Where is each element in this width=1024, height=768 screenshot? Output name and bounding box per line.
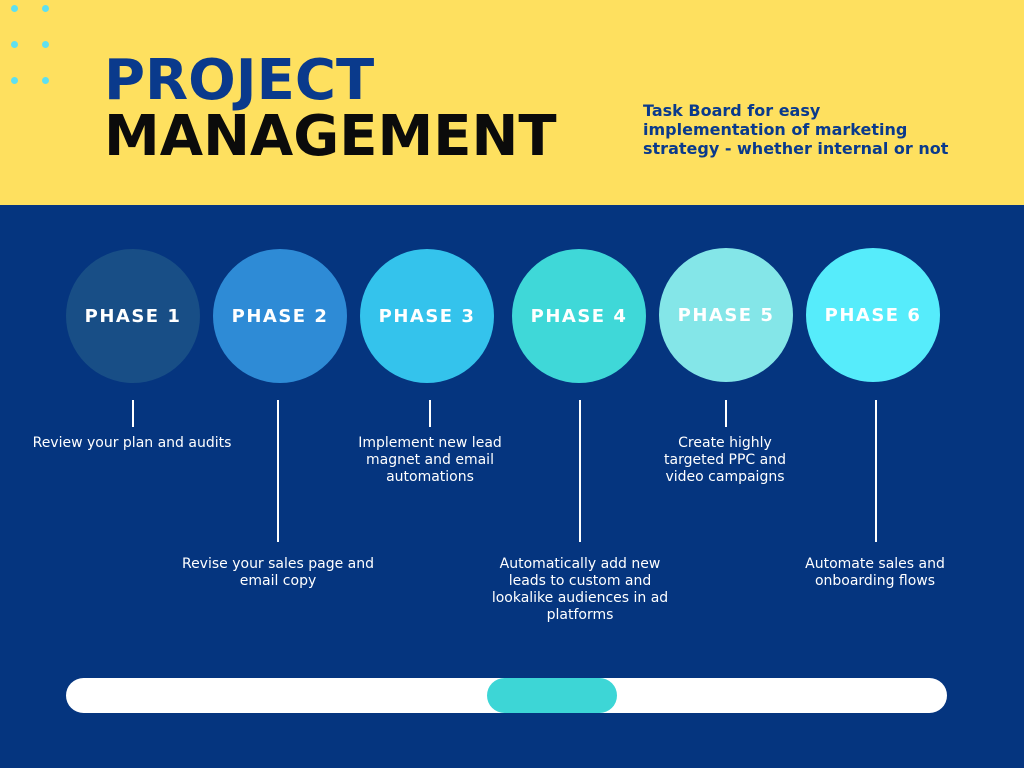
subtitle: Task Board for easy implementation of ma… [643,101,949,158]
decor-dot [42,5,49,12]
phase-4-description: Automatically add new leads to custom an… [491,556,669,623]
phase-3-connector [429,400,431,427]
phase-3-label: PHASE 3 [378,305,476,327]
phase-5-label: PHASE 5 [677,304,775,326]
phase-4-connector [579,400,581,542]
phase-6-connector [875,400,877,542]
phase-1-circle: PHASE 1 [66,249,200,383]
progress-thumb[interactable] [487,678,617,713]
phase-4-circle: PHASE 4 [512,249,646,383]
decor-dot [42,77,49,84]
phase-1-connector [132,400,134,427]
phase-4-label: PHASE 4 [530,305,628,327]
phase-5-connector [725,400,727,427]
phase-6-description: Automate sales and onboarding flows [805,556,945,589]
phase-5-description: Create highly targeted PPC and video cam… [664,435,786,485]
phase-6-circle: PHASE 6 [806,248,940,382]
phase-6-label: PHASE 6 [824,304,922,326]
phase-2-circle: PHASE 2 [213,249,347,383]
phase-2-label: PHASE 2 [231,305,329,327]
phase-1-description: Review your plan and audits [32,435,232,451]
progress-track[interactable] [66,678,947,713]
decor-dot [11,77,18,84]
decor-dot [42,41,49,48]
phase-3-description: Implement new lead magnet and email auto… [358,435,502,485]
phase-5-circle: PHASE 5 [659,248,793,382]
phase-3-circle: PHASE 3 [360,249,494,383]
decor-dot [11,41,18,48]
title-line-2: MANAGEMENT [104,104,557,169]
phase-2-description: Revise your sales page and email copy [181,556,375,589]
phase-2-connector [277,400,279,542]
decor-dot [11,5,18,12]
title-line-1: PROJECT [104,48,375,113]
phase-1-label: PHASE 1 [84,305,182,327]
header: PROJECT MANAGEMENT Task Board for easy i… [0,0,1024,205]
